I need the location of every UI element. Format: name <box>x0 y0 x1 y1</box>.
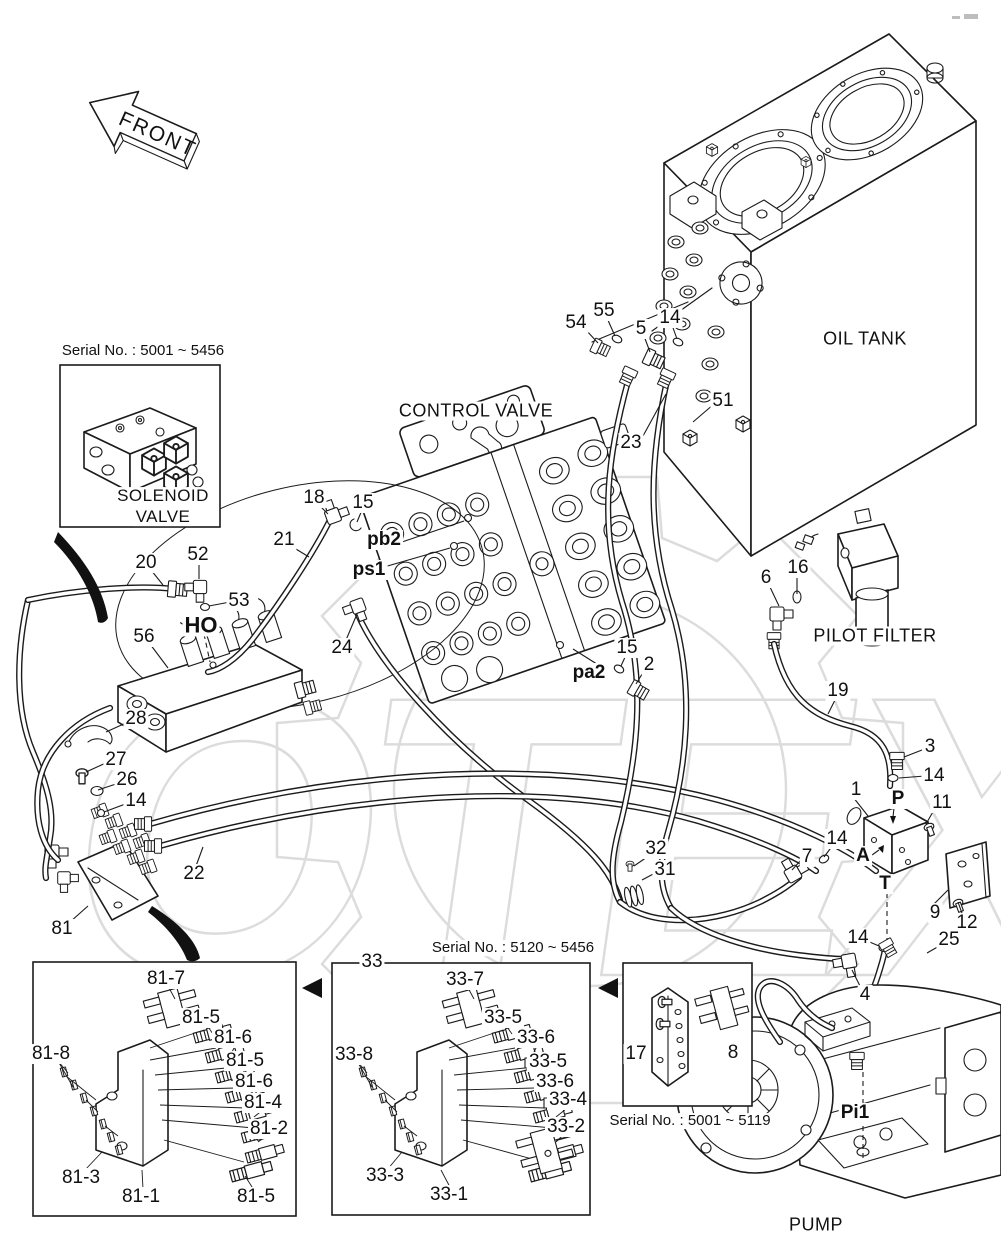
callout-24: 24 <box>329 637 355 659</box>
inset-serial-label: Serial No. : 5001 ~ 5456 <box>59 342 227 360</box>
callout-53: 53 <box>226 590 252 612</box>
callout-31: 31 <box>652 859 678 881</box>
callout-11: 11 <box>930 792 954 814</box>
callout-8: 8 <box>725 1042 741 1064</box>
callout-5: 5 <box>633 318 649 340</box>
callout-14: 14 <box>657 307 683 329</box>
callout-81-5: 81-5 <box>234 1186 278 1208</box>
callout-33-7: 33-7 <box>443 969 487 991</box>
detail-lasso <box>115 480 485 710</box>
callout-6: 6 <box>758 567 774 589</box>
callout-81-7: 81-7 <box>144 968 188 990</box>
callout-56: 56 <box>131 626 157 648</box>
callout-81-1: 81-1 <box>119 1186 163 1208</box>
callout-12: 12 <box>954 912 980 934</box>
pilot-filter-label: PILOT FILTER <box>811 625 939 646</box>
callout-t: T <box>877 873 893 895</box>
callout-22: 22 <box>181 863 207 885</box>
box33-serial-label: Serial No. : 5120 ~ 5456 <box>429 939 597 957</box>
p-block-drawing <box>846 805 929 875</box>
callout-81: 81 <box>49 918 75 940</box>
oil-tank-drawing <box>591 33 977 557</box>
callout-9: 9 <box>927 902 943 924</box>
callout-33-8: 33-8 <box>332 1044 376 1066</box>
callout-14: 14 <box>845 927 871 949</box>
bracket-9-drawing <box>922 821 991 914</box>
tank-cap <box>926 62 944 84</box>
callout-21: 21 <box>271 529 297 551</box>
callout-81-5: 81-5 <box>179 1007 223 1029</box>
callout-33-6: 33-6 <box>514 1027 558 1049</box>
callout-7: 7 <box>799 846 815 868</box>
callout-33-4: 33-4 <box>546 1089 590 1111</box>
callout-33: 33 <box>359 951 385 973</box>
callout-4: 4 <box>857 984 873 1006</box>
fittings <box>134 334 905 981</box>
callout-81-3: 81-3 <box>59 1167 103 1189</box>
callout-26: 26 <box>114 769 140 791</box>
callout-81-8: 81-8 <box>29 1043 73 1065</box>
callout-15: 15 <box>614 637 640 659</box>
callout-14: 14 <box>824 828 850 850</box>
callout-pa2: pa2 <box>570 662 608 684</box>
callout-51: 51 <box>710 390 736 412</box>
callout-23: 23 <box>618 432 644 454</box>
callout-19: 19 <box>825 680 851 702</box>
callout-15: 15 <box>350 492 376 514</box>
manifold-81-drawing <box>44 725 159 921</box>
leader-lines <box>69 317 964 1048</box>
callout-3: 3 <box>922 736 938 758</box>
box17-serial-label: Serial No. : 5001 ~ 5119 <box>607 1112 773 1130</box>
callout-2: 2 <box>641 654 657 676</box>
callout-81-6: 81-6 <box>211 1027 255 1049</box>
callout-pi1: Pi1 <box>838 1102 872 1124</box>
pointer-arrows <box>54 532 618 998</box>
pump-label: PUMP <box>786 1214 846 1235</box>
inset-caption-line1: SOLENOID <box>115 486 211 506</box>
callout-33-3: 33-3 <box>363 1165 407 1187</box>
callout-17: 17 <box>623 1043 649 1065</box>
callout-pb2: pb2 <box>365 529 403 551</box>
callout-54: 54 <box>563 312 589 334</box>
callout-1: 1 <box>848 779 864 801</box>
callout-16: 16 <box>785 557 811 579</box>
callout-20: 20 <box>133 552 159 574</box>
callout-14: 14 <box>123 790 149 812</box>
callout-33-1: 33-1 <box>427 1184 471 1206</box>
callout-25: 25 <box>936 929 962 951</box>
callout-33-2: 33-2 <box>544 1116 588 1138</box>
callout-28: 28 <box>123 708 149 730</box>
callout-81-6: 81-6 <box>232 1071 276 1093</box>
callout-33-5: 33-5 <box>481 1007 525 1029</box>
control-valve-label: CONTROL VALVE <box>396 400 556 421</box>
callout-81-4: 81-4 <box>241 1092 285 1114</box>
callout-ps1: ps1 <box>350 559 388 581</box>
callout-27: 27 <box>103 749 129 771</box>
callout-33-6: 33-6 <box>533 1071 577 1093</box>
front-arrow: FRONT <box>88 90 200 170</box>
callout-33-5: 33-5 <box>526 1051 570 1073</box>
callout-81-2: 81-2 <box>247 1118 291 1140</box>
callout-18: 18 <box>301 487 327 509</box>
callout-55: 55 <box>591 300 617 322</box>
corner-mark <box>952 16 960 19</box>
port-markers <box>203 633 896 1160</box>
oil-tank-label: OIL TANK <box>821 328 909 349</box>
bracket-17-drawing <box>651 985 750 1087</box>
callout-52: 52 <box>185 544 211 566</box>
callout-32: 32 <box>643 838 669 860</box>
callout-ho: HO <box>182 612 220 638</box>
callout-a: A <box>854 845 872 867</box>
callout-p: P <box>889 788 907 810</box>
callout-81-5: 81-5 <box>223 1050 267 1072</box>
callout-14: 14 <box>921 765 947 787</box>
inset-caption-line2: VALVE <box>133 507 193 527</box>
